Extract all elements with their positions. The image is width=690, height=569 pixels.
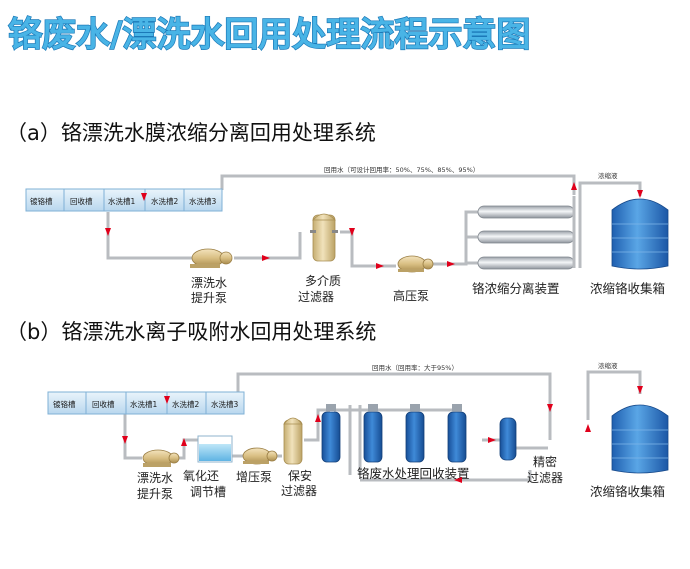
return-water-note-b: 回用水（回用率：大于95%） — [372, 363, 458, 372]
rinse-lift-pump-b — [142, 449, 180, 467]
collector-label-a: 浓缩铬收集箱 — [590, 281, 665, 296]
section-b-heading: （b）铬漂洗水离子吸附水回用处理系统 — [6, 320, 376, 344]
security-filter-label-2: 过滤器 — [281, 484, 317, 498]
tank-label: 水洗槽1 — [130, 399, 157, 409]
tank-label: 镀铬槽 — [30, 196, 53, 206]
tank-label: 水洗槽3 — [189, 196, 216, 206]
section-a-tank-row: 镀铬槽 回收槽 水洗槽1 水洗槽2 水洗槽3 — [25, 188, 223, 212]
return-water-note: 回用水（可设计回用率：50%、75%、85%、95%） — [324, 165, 479, 174]
section-b-pipes — [123, 370, 642, 482]
resin-column — [405, 404, 425, 463]
membrane-label: 铬浓缩分离装置 — [472, 281, 560, 296]
membrane-modules — [477, 196, 582, 270]
chrome-collector-tank-a — [611, 198, 669, 270]
rinse-pump-b-label-2: 提升泵 — [137, 486, 173, 501]
rinse-pump-b-label-1: 漂洗水 — [137, 471, 173, 485]
tank-label: 回收槽 — [92, 399, 115, 409]
concentrate-note: 浓缩液 — [598, 171, 618, 180]
chrome-collector-tank-b — [611, 404, 669, 474]
precision-filter — [499, 417, 517, 461]
section-a-arrows — [105, 182, 643, 269]
ion-exchange-columns — [321, 404, 467, 463]
collector-label-b: 浓缩铬收集箱 — [590, 484, 665, 499]
boost-pump — [242, 447, 278, 465]
tank-label: 水洗槽2 — [151, 196, 178, 206]
concentrate-note-b: 浓缩液 — [598, 361, 618, 370]
resin-column — [363, 404, 383, 463]
section-a-heading: （a）铬漂洗水膜浓缩分离回用处理系统 — [6, 121, 376, 145]
high-pressure-pump — [397, 255, 434, 273]
precision-filter-label-2: 过滤器 — [527, 471, 563, 485]
security-filter-label-1: 保安 — [288, 468, 312, 483]
tank-label: 回收槽 — [70, 196, 93, 206]
redox-label-1: 氧化还 — [183, 469, 219, 483]
section-b-tank-row: 镀铬槽 回收槽 水洗槽1 水洗槽2 水洗槽3 — [47, 391, 245, 415]
filter-label-1: 多介质 — [305, 274, 341, 288]
rinse-pump-label-1: 漂洗水 — [191, 276, 227, 290]
boost-pump-label: 增压泵 — [236, 470, 272, 484]
page-title: 铬废水/漂洗水回用处理流程示意图 — [8, 15, 530, 55]
precision-filter-label-1: 精密 — [533, 454, 557, 469]
rinse-pump-label-2: 提升泵 — [191, 290, 227, 305]
resin-column — [321, 404, 341, 463]
filter-label-2: 过滤器 — [298, 290, 334, 304]
resin-unit-label: 铬废水处理回收装置 — [357, 466, 470, 481]
redox-adjust-tank — [197, 435, 233, 463]
tank-label: 水洗槽3 — [211, 399, 238, 409]
multi-media-filter — [310, 213, 338, 262]
security-filter — [283, 417, 303, 465]
tank-label: 水洗槽2 — [172, 399, 199, 409]
rinse-lift-pump — [190, 248, 233, 268]
redox-label-2: 调节槽 — [190, 485, 226, 499]
hp-pump-label: 高压泵 — [393, 288, 429, 303]
section-b-arrows — [122, 386, 643, 483]
resin-column — [447, 404, 467, 463]
tank-label: 水洗槽1 — [108, 196, 135, 206]
tank-label: 镀铬槽 — [53, 399, 76, 409]
